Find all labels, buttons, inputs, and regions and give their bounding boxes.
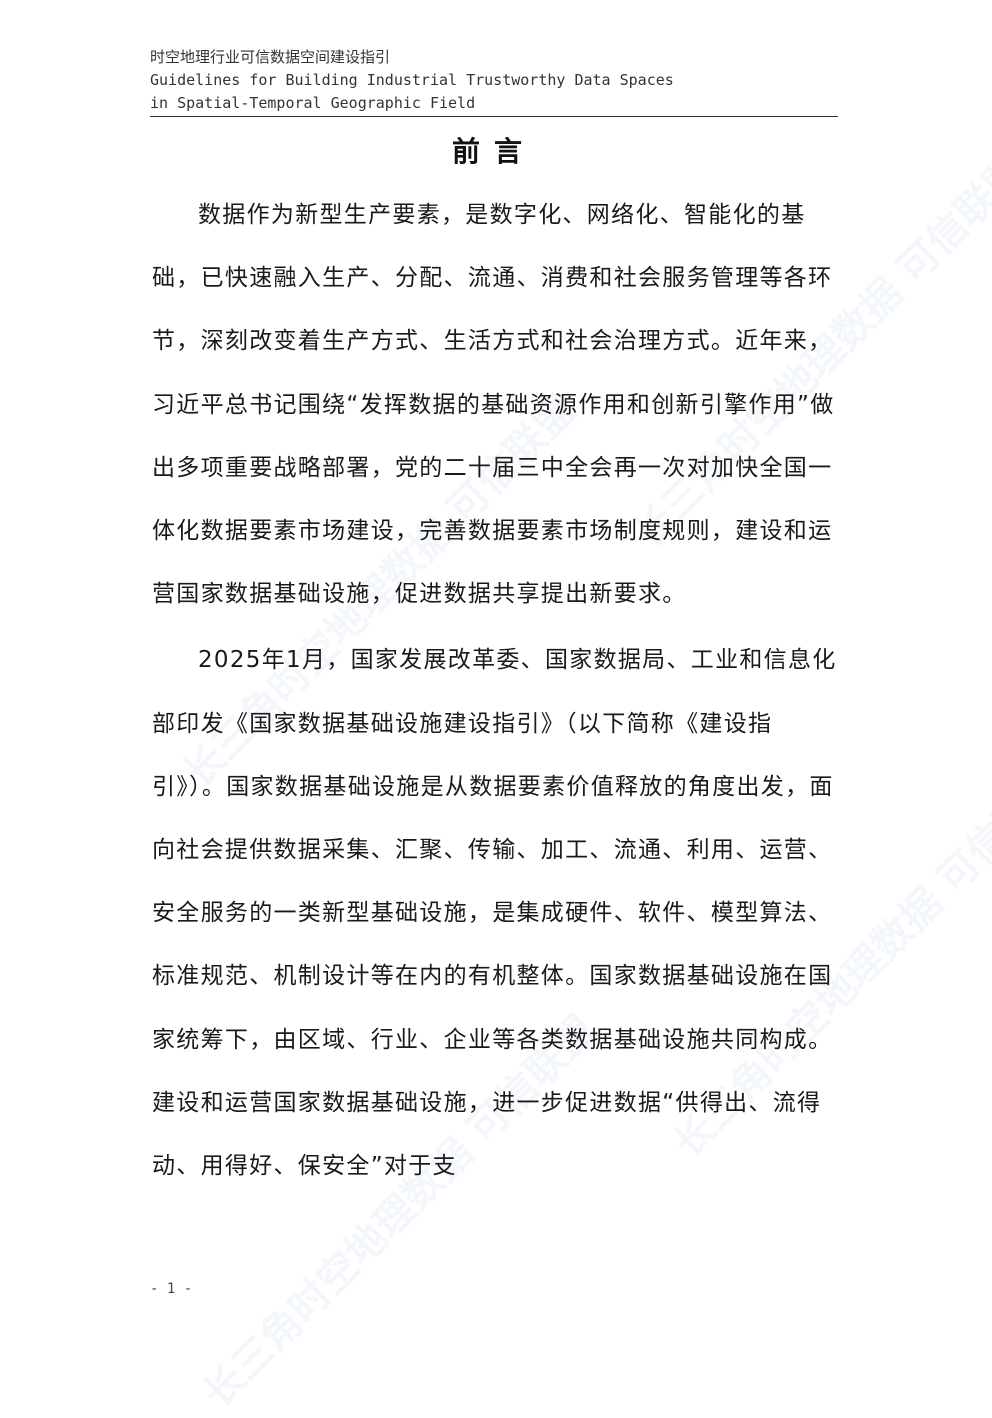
page-number: - 1 - (150, 1281, 193, 1297)
document-body: 数据作为新型生产要素，是数字化、网络化、智能化的基础，已快速融入生产、分配、流通… (152, 184, 840, 1198)
paragraph-1: 数据作为新型生产要素，是数字化、网络化、智能化的基础，已快速融入生产、分配、流通… (152, 202, 835, 608)
header-divider (150, 116, 838, 117)
header-title-en-line2: in Spatial-Temporal Geographic Field (150, 94, 476, 112)
paragraph-2: 2025年1月，国家发展改革委、国家数据局、工业和信息化部印发《国家数据基础设施… (152, 647, 837, 1180)
section-title: 前言 (451, 135, 536, 168)
header-title-cn: 时空地理行业可信数据空间建设指引 (150, 48, 391, 66)
running-header: 时空地理行业可信数据空间建设指引 Guidelines for Building… (150, 46, 838, 115)
header-title-en-line1: Guidelines for Building Industrial Trust… (150, 71, 674, 89)
